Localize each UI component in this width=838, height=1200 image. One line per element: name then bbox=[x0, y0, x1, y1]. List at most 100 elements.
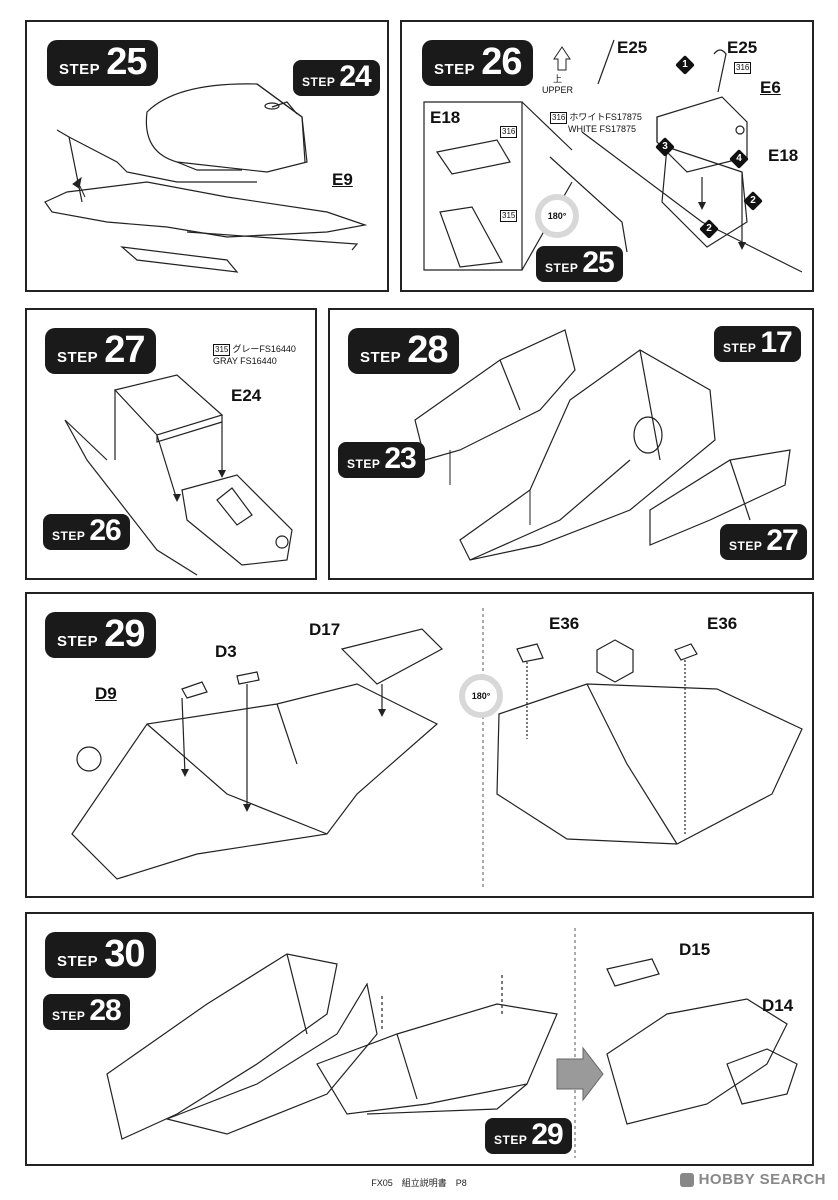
step-ref-number: 29 bbox=[531, 1118, 563, 1151]
step-25-ref-badge: STEP 25 bbox=[536, 246, 623, 282]
step-28-panel: STEP 28 STEP 17 STEP 23 STEP 27 bbox=[328, 308, 814, 580]
step-26-ref-badge: STEP 26 bbox=[43, 514, 130, 550]
step-number: 30 bbox=[104, 933, 145, 975]
step-25-panel: STEP 25 STEP 24 E9 bbox=[25, 20, 389, 292]
seq-marker-2b: 2 bbox=[699, 219, 719, 239]
part-label-d17: D17 bbox=[309, 620, 341, 639]
step-26-badge: STEP 26 bbox=[422, 40, 534, 86]
part-label-e9: E9 bbox=[332, 170, 353, 189]
step-word: STEP bbox=[59, 61, 101, 78]
part-label-e36-left: E36 bbox=[549, 614, 580, 633]
watermark: HOBBY SEARCH bbox=[679, 1171, 826, 1188]
upper-label-en: UPPER bbox=[542, 85, 574, 95]
step-number: 26 bbox=[481, 41, 522, 83]
seq-marker-3: 3 bbox=[655, 137, 675, 157]
step-word: STEP bbox=[729, 539, 763, 553]
step-30-badge: STEP 30 bbox=[45, 932, 157, 978]
seq-number: 2 bbox=[750, 195, 756, 206]
color-name-jp: ホワイトFS17875 bbox=[569, 112, 642, 122]
part-label-e6: E6 bbox=[760, 78, 781, 97]
step-ref-number: 23 bbox=[384, 442, 416, 475]
seq-marker-2a: 2 bbox=[743, 191, 763, 211]
step-word: STEP bbox=[494, 1133, 528, 1147]
rotate-180-icon: 180° bbox=[535, 194, 579, 238]
step-word: STEP bbox=[347, 457, 381, 471]
step-28-ref-badge: STEP 28 bbox=[43, 994, 130, 1030]
step-17-ref-badge: STEP 17 bbox=[714, 326, 801, 362]
step-number: 25 bbox=[106, 41, 147, 83]
step-28-badge: STEP 28 bbox=[348, 328, 460, 374]
step-ref-number: 28 bbox=[89, 994, 121, 1027]
color-name-en: GRAY FS16440 bbox=[213, 356, 277, 366]
part-label-d3: D3 bbox=[215, 642, 237, 661]
part-label-e18-inset: E18 bbox=[430, 108, 461, 127]
step-ref-number: 17 bbox=[760, 326, 792, 359]
seq-number: 3 bbox=[662, 141, 668, 152]
part-label-e18-right: E18 bbox=[768, 146, 799, 165]
step-word: STEP bbox=[57, 953, 99, 970]
step-ref-number: 25 bbox=[582, 246, 614, 279]
step-word: STEP bbox=[302, 75, 336, 89]
color-chip-316: 316 bbox=[550, 112, 568, 124]
rotate-180-icon: 180° bbox=[459, 674, 503, 718]
seq-marker-1: 1 bbox=[675, 55, 695, 75]
part-label-d15: D15 bbox=[679, 940, 711, 959]
step-word: STEP bbox=[57, 633, 99, 650]
part-label-e25-right: E25 bbox=[727, 38, 758, 57]
step-ref-number: 24 bbox=[339, 60, 371, 93]
color-chip-316-top: 316 bbox=[734, 62, 752, 74]
step-28-illustration bbox=[414, 329, 791, 561]
step-ref-number: 26 bbox=[89, 514, 121, 547]
color-chip-315-inset: 315 bbox=[500, 210, 518, 222]
step-29-badge: STEP 29 bbox=[45, 612, 157, 658]
step-27-badge: STEP 27 bbox=[45, 328, 157, 374]
step-ref-number: 27 bbox=[766, 524, 798, 557]
color-name-en: WHITE FS17875 bbox=[568, 124, 637, 134]
color-chip-316-inset: 316 bbox=[500, 126, 518, 138]
part-label-e36-right: E36 bbox=[707, 614, 738, 633]
step-25-badge: STEP 25 bbox=[47, 40, 159, 86]
step-30-illustration bbox=[106, 928, 798, 1158]
upper-direction-indicator: 上 UPPER bbox=[542, 72, 573, 95]
hobby-search-logo-icon bbox=[679, 1172, 694, 1187]
step-word: STEP bbox=[360, 349, 402, 366]
step-number: 29 bbox=[104, 613, 145, 655]
upper-label-jp: 上 bbox=[553, 74, 563, 84]
part-label-d9: D9 bbox=[95, 684, 117, 703]
color-name-jp: グレーFS16440 bbox=[232, 344, 296, 354]
step-29-ref-badge: STEP 29 bbox=[485, 1118, 572, 1154]
step-25-illustration bbox=[44, 83, 368, 273]
step-word: STEP bbox=[52, 1009, 86, 1023]
rotate-label: 180° bbox=[471, 691, 491, 701]
step-word: STEP bbox=[52, 529, 86, 543]
step-27-illustration bbox=[64, 374, 293, 576]
step-29-panel: STEP 29 D17 D3 D9 E36 E36 180° bbox=[25, 592, 814, 898]
step-29-illustration bbox=[71, 608, 803, 888]
step-26-illustration bbox=[423, 39, 803, 273]
step-30-panel: STEP 30 STEP 28 STEP 29 D15 D14 bbox=[25, 912, 814, 1166]
part-label-d14: D14 bbox=[762, 996, 794, 1015]
step-23-ref-badge: STEP 23 bbox=[338, 442, 425, 478]
step-word: STEP bbox=[723, 341, 757, 355]
seq-marker-4: 4 bbox=[729, 149, 749, 169]
part-label-e24: E24 bbox=[231, 386, 262, 405]
step-27-ref-badge: STEP 27 bbox=[720, 524, 807, 560]
rotate-label: 180° bbox=[547, 211, 567, 221]
step-number: 27 bbox=[104, 329, 145, 371]
step-word: STEP bbox=[545, 261, 579, 275]
part-label-e25-upper: E25 bbox=[617, 38, 648, 57]
step-word: STEP bbox=[434, 61, 476, 78]
page-footer-text: FX05 組立説明書 P8 bbox=[371, 1178, 467, 1188]
step-24-ref-badge: STEP 24 bbox=[293, 60, 380, 96]
color-chip-315: 315 bbox=[213, 344, 231, 356]
seq-number: 1 bbox=[682, 59, 688, 70]
step-word: STEP bbox=[57, 349, 99, 366]
seq-number: 2 bbox=[706, 223, 712, 234]
watermark-text: HOBBY SEARCH bbox=[698, 1171, 826, 1188]
step-number: 28 bbox=[407, 329, 448, 371]
seq-number: 4 bbox=[736, 153, 742, 164]
